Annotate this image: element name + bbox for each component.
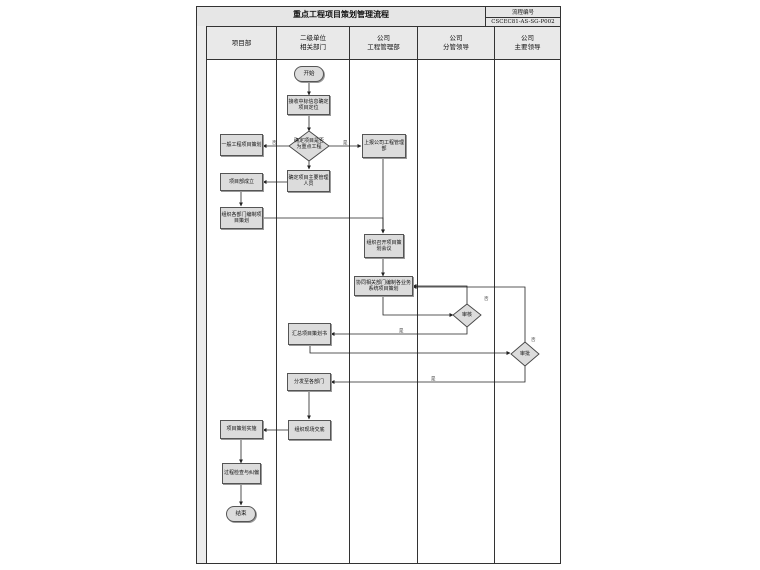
confirm-staff-box: 确定项目主要管理人员 (287, 170, 330, 192)
edge-organize-meeting (262, 217, 385, 234)
decision-key-project-text: 确定项目是否为重点工程 (294, 138, 325, 150)
lane-header-deputy-leader: 公司 分管领导 (418, 27, 494, 60)
edge-approve-reject (412, 285, 526, 342)
lane-divider (494, 27, 495, 563)
general-plan-box: 一般工程项目策划 (220, 134, 263, 156)
setup-dept-box: 项目部成立 (220, 173, 263, 191)
lane-title-line1: 公司 (521, 34, 534, 42)
plan-meeting-box: 组织召开项目策划会议 (364, 234, 404, 258)
lane-divider (276, 27, 277, 563)
edge-review-reject (412, 284, 468, 304)
start-terminal: 开始 (294, 66, 324, 82)
edge-coordinate-review (382, 296, 454, 317)
lane-title-line1: 公司 (449, 34, 463, 42)
coordinate-plans-box: 协同相关部门编制各业务系统项目策划 (354, 276, 413, 296)
lane-divider (349, 27, 350, 563)
process-code-value: CSCEC81-AS-SG-P002 (486, 17, 560, 25)
lane-title-line2: 相关部门 (300, 43, 326, 51)
process-check-box: 过程检查与纠偏 (222, 463, 261, 484)
decision-approve-diamond (510, 341, 540, 367)
edge-label-no: 否 (272, 141, 277, 146)
decision-review-diamond (452, 303, 482, 328)
summary-plan-box: 汇总项目策划书 (288, 323, 331, 345)
organize-plan-box: 组织各部门编制项目策划 (220, 207, 263, 229)
lane-header-chief-leader: 公司 主要领导 (495, 27, 560, 60)
lane-divider (417, 27, 418, 563)
edge-label-yes: 是 (399, 329, 404, 334)
edge-label-yes: 是 (431, 377, 436, 382)
lane-header-engineering-dept: 公司 工程管理部 (350, 27, 417, 60)
lane-title-line1: 项目部 (231, 38, 252, 47)
lane-title-line2: 分管领导 (443, 43, 469, 51)
lane-title-line2: 工程管理部 (367, 43, 400, 51)
lane-header-project-dept: 项目部 (207, 27, 276, 60)
edge-summary-approve (309, 345, 511, 355)
end-terminal: 结束 (226, 506, 256, 522)
lane-title-line1: 二级单位 (300, 34, 326, 42)
implement-plan-box: 项目策划实施 (220, 420, 263, 439)
edge-label-no: 否 (484, 297, 489, 302)
lane-header-secondary-unit: 二级单位 相关部门 (277, 27, 349, 60)
edge-approve-distribute (330, 366, 526, 384)
edge-review-summary (330, 327, 468, 336)
flowchart-title: 重点工程项目策划管理流程 (293, 9, 389, 19)
process-code-label: 流程编号 (511, 10, 534, 16)
edge-label-no: 否 (531, 338, 536, 343)
decision-key-project-diamond (288, 130, 330, 162)
title-bar: 重点工程项目策划管理流程 流程编号 CSCEC81-AS-SG-P002 (197, 7, 560, 27)
decision-approve-text: 审批 (519, 351, 530, 357)
process-code-box: 流程编号 CSCEC81-AS-SG-P002 (485, 7, 560, 26)
edge-label-yes: 是 (343, 141, 348, 146)
lane-title-line2: 主要领导 (514, 43, 541, 51)
decision-review-text: 审核 (461, 312, 472, 318)
pool-side-strip (197, 26, 207, 563)
distribute-box: 分发至各部门 (287, 373, 331, 391)
report-engineering-box: 上报公司工程管理部 (362, 134, 406, 158)
site-handover-box: 组织现场交底 (288, 420, 331, 440)
receive-bid-box: 接收中标信息确定项目定位 (287, 95, 330, 115)
lane-title-line1: 公司 (377, 34, 390, 42)
